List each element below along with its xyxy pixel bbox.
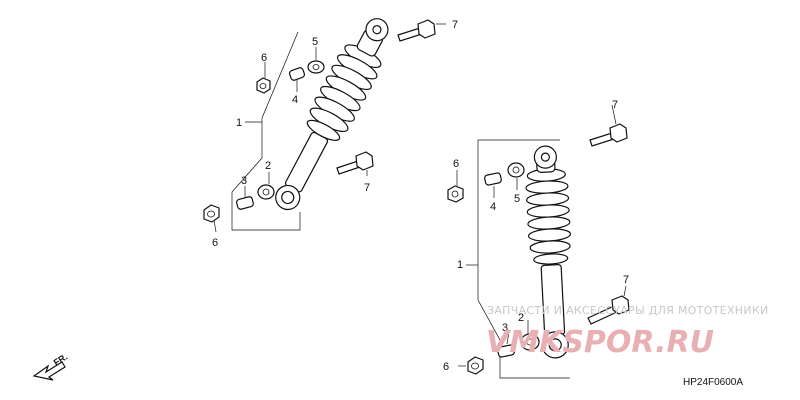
right-shock-assembly xyxy=(447,104,630,379)
callout-7-right-top: 7 xyxy=(612,99,618,111)
callout-7-mid: 7 xyxy=(364,182,370,194)
callout-7-right-bottom: 7 xyxy=(623,274,629,286)
watermark-caption: ЗАПЧАСТИ И АКСЕССУАРЫ ДЛЯ МОТОТЕХНИКИ xyxy=(487,304,769,317)
callout-2: 2 xyxy=(265,160,271,172)
callout-3-right: 3 xyxy=(502,322,508,334)
front-direction-arrow: FR. xyxy=(32,352,70,381)
left-collar-4 xyxy=(288,67,306,81)
left-nut-6-top xyxy=(256,77,271,94)
callout-6: 6 xyxy=(261,52,267,64)
left-nut-6-bottom xyxy=(203,204,220,223)
left-collar-3 xyxy=(236,196,254,210)
watermark-site: VMKSPOR.RU xyxy=(486,325,714,360)
callout-6-right-top: 6 xyxy=(453,158,459,170)
callout-1: 1 xyxy=(236,117,242,129)
callout-2-right: 2 xyxy=(518,312,524,324)
front-direction-label: FR. xyxy=(52,352,70,368)
right-washer-2 xyxy=(520,333,540,351)
right-washer-5 xyxy=(507,162,525,178)
right-bolt-7-bottom xyxy=(587,295,630,325)
right-collar-3 xyxy=(497,344,515,358)
callout-5-right: 5 xyxy=(514,193,520,205)
diagram-code: HP24F0600A xyxy=(683,377,743,388)
left-shock-absorber xyxy=(275,18,389,211)
left-assembly-bracket xyxy=(231,31,301,231)
callout-6-bottom: 6 xyxy=(212,237,218,249)
right-collar-4 xyxy=(484,172,502,186)
callout-1-right: 1 xyxy=(457,259,463,271)
right-assembly-bracket xyxy=(477,140,570,379)
right-nut-6-bottom xyxy=(467,356,484,375)
right-bolt-7-top xyxy=(589,123,628,147)
right-nut-6-top xyxy=(447,185,464,203)
callout-5: 5 xyxy=(312,36,318,48)
callout-7: 7 xyxy=(452,19,458,31)
right-shock-absorber xyxy=(525,145,572,359)
left-bolt-7-top xyxy=(397,19,436,42)
callout-4: 4 xyxy=(292,94,298,106)
callout-3: 3 xyxy=(241,175,247,187)
callout-6-right-bottom: 6 xyxy=(443,361,449,373)
left-bolt-7-mid xyxy=(336,151,374,175)
left-shock-assembly xyxy=(203,18,446,233)
left-washer-2 xyxy=(257,184,275,200)
left-washer-5 xyxy=(307,60,325,74)
callout-4-right: 4 xyxy=(490,201,496,213)
